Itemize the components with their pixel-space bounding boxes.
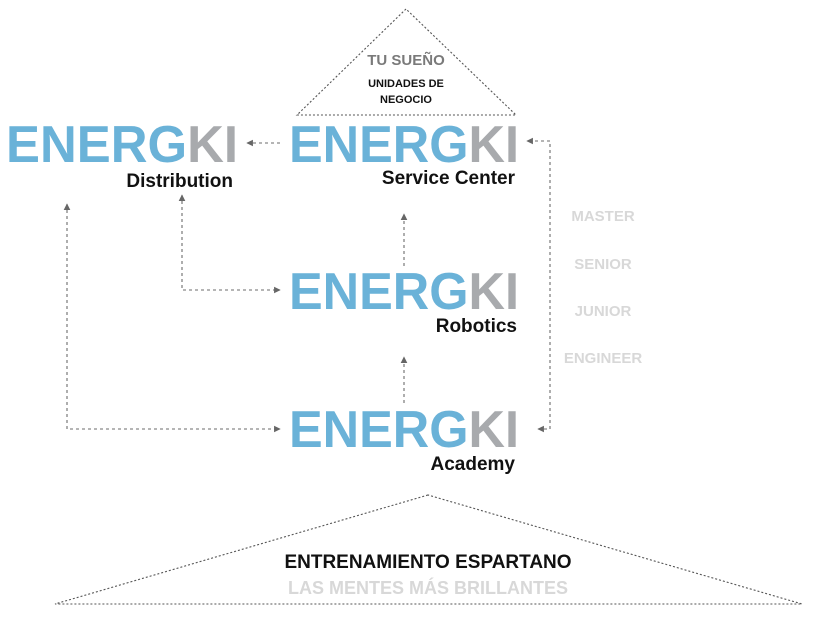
training-title: ENTRENAMIENTO ESPARTANO <box>284 552 571 573</box>
service-center-label: Service Center <box>382 168 516 189</box>
academy-logo: ENERGKI <box>289 401 519 459</box>
dream-triangle-outline <box>295 8 518 116</box>
level-junior: JUNIOR <box>575 303 632 320</box>
business-units-label-line2: NEGOCIO <box>380 94 432 106</box>
distribution-label: Distribution <box>126 171 233 192</box>
arrow-academy-service-career <box>526 137 551 433</box>
robotics-logo: ENERGKI <box>289 263 519 321</box>
arrow-distribution-academy <box>63 203 281 433</box>
academy-label: Academy <box>431 454 516 475</box>
training-subtitle: LAS MENTES MÁS BRILLANTES <box>288 577 568 598</box>
logo-part-energ: ENERG <box>289 401 469 459</box>
logo-part-ki: KI <box>469 401 519 459</box>
unit-robotics: ENERGKI Robotics <box>289 263 519 337</box>
unit-service-center: ENERGKI Service Center <box>289 116 519 189</box>
logo-part-ki: KI <box>469 263 519 321</box>
training-triangle: ENTRENAMIENTO ESPARTANO LAS MENTES MÁS B… <box>54 494 803 605</box>
arrow-distribution-robotics <box>178 194 281 294</box>
service-center-logo: ENERGKI <box>289 116 519 174</box>
unit-academy: ENERGKI Academy <box>289 401 519 475</box>
level-engineer: ENGINEER <box>564 350 643 367</box>
logo-part-energ: ENERG <box>289 116 469 174</box>
career-levels: MASTER SENIOR JUNIOR ENGINEER <box>564 208 643 367</box>
dream-triangle: TU SUEÑO UNIDADES DE NEGOCIO <box>295 8 518 116</box>
logo-part-energ: ENERG <box>6 116 187 174</box>
connectors <box>63 137 551 433</box>
logo-part-energ: ENERG <box>289 263 469 321</box>
logo-part-ki: KI <box>187 116 238 174</box>
distribution-logo: ENERGKI <box>6 116 238 174</box>
dream-title: TU SUEÑO <box>367 51 445 69</box>
level-senior: SENIOR <box>574 256 632 273</box>
business-units-label-line1: UNIDADES DE <box>368 78 444 90</box>
level-master: MASTER <box>571 208 635 225</box>
logo-part-ki: KI <box>469 116 519 174</box>
unit-distribution: ENERGKI Distribution <box>6 116 238 192</box>
robotics-label: Robotics <box>436 316 517 337</box>
